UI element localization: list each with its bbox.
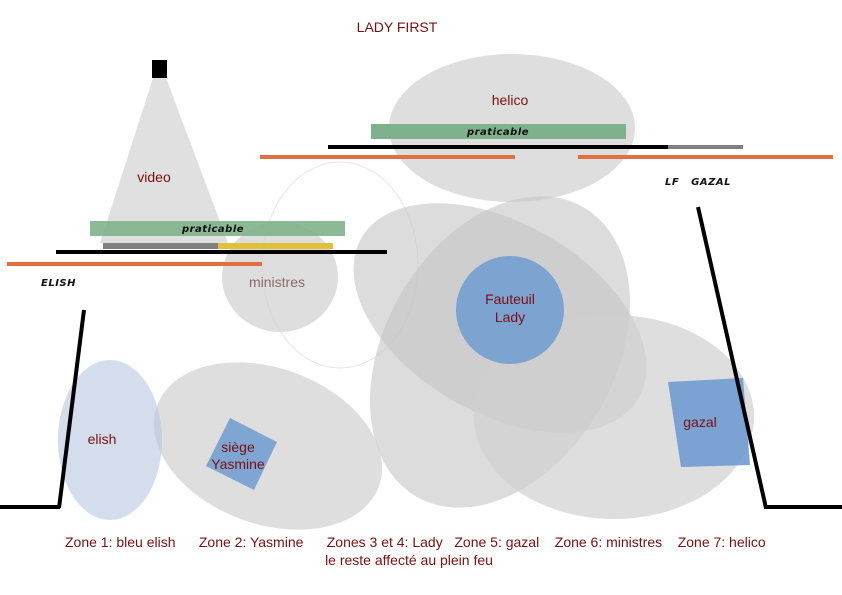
fauteuil-lady-circle — [456, 256, 564, 364]
grey-rail-top — [668, 145, 743, 149]
helico-label: helico — [492, 92, 529, 108]
right-wall — [696, 206, 768, 509]
orange-bar-left — [7, 262, 262, 266]
orange-bar-top-left — [260, 155, 515, 159]
video-projector — [152, 60, 167, 78]
elish-zone — [58, 360, 162, 520]
left-wall — [57, 309, 86, 509]
black-rail-left — [56, 250, 387, 254]
praticable-left — [90, 221, 345, 236]
page-title: LADY FIRST — [357, 19, 438, 35]
zones-legend-line2: le reste affecté au plein feu — [325, 552, 493, 568]
praticable-top-label: praticable — [466, 127, 529, 138]
black-rail-top — [328, 145, 668, 149]
siege-label-line1: siège — [221, 439, 255, 455]
yellow-rail-left — [218, 243, 333, 249]
ministres-zone — [222, 222, 338, 332]
grey-rail-left — [103, 243, 218, 249]
praticable-left-label: praticable — [181, 224, 244, 235]
siege-yasmine-square — [206, 418, 277, 490]
lf-gazal-label: LF GAZAL — [665, 177, 731, 188]
elish-tag: ELISH — [41, 278, 76, 289]
fauteuil-label-line1: Fauteuil — [485, 291, 535, 307]
gazal-label: gazal — [683, 414, 716, 430]
orange-bar-top-right — [578, 155, 833, 159]
praticable-top — [371, 124, 626, 139]
siege-label-line2: Yasmine — [211, 456, 265, 472]
fauteuil-label-line2: Lady — [495, 309, 525, 325]
zone-6-ellipse — [474, 315, 754, 519]
ministres-label: ministres — [249, 274, 305, 290]
video-beam — [100, 78, 228, 243]
zones-legend-line1: Zone 1: bleu elish Zone 2: Yasmine Zones… — [65, 534, 766, 550]
gazal-square — [668, 378, 750, 467]
elish-label: elish — [88, 431, 117, 447]
video-label: video — [137, 169, 171, 185]
